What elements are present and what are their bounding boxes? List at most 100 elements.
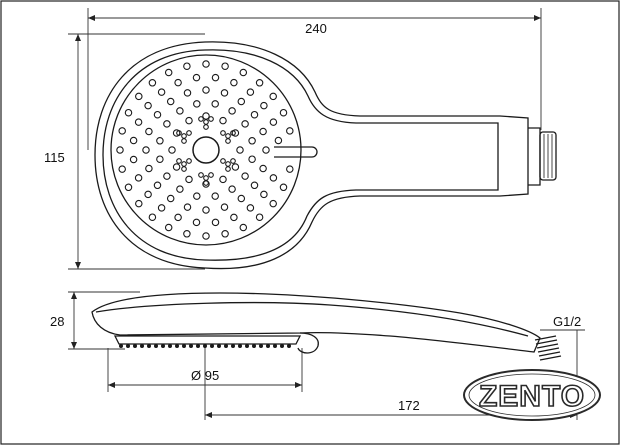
nozzle [211, 192, 219, 200]
nozzle [166, 97, 175, 106]
side-nozzle [203, 344, 207, 348]
nozzle [166, 194, 175, 203]
nozzle [202, 60, 210, 68]
side-nozzle [273, 344, 277, 348]
side-nozzle [287, 344, 291, 348]
nozzle [221, 62, 229, 70]
nozzle [239, 68, 248, 77]
nozzle [164, 223, 173, 232]
nozzle [129, 155, 138, 164]
dim-thread: G1/2 [553, 314, 581, 329]
side-nozzle [161, 344, 165, 348]
nozzle [183, 62, 191, 70]
nozzle [246, 88, 255, 96]
center-cluster-nozzle [198, 172, 204, 178]
nozzle [124, 108, 133, 117]
logo-text: ZENTO [479, 380, 585, 413]
dim-face-diameter: Ø 95 [191, 368, 219, 383]
side-nozzle [147, 344, 151, 348]
nozzle [237, 194, 246, 203]
side-nozzle [126, 344, 130, 348]
center-cluster-nozzle [198, 116, 204, 122]
nozzle [228, 107, 236, 115]
center-cluster-nozzle [220, 158, 226, 164]
nozzle [172, 129, 181, 137]
side-inner-line [95, 301, 529, 337]
nozzle [259, 164, 267, 173]
side-face-plate [113, 335, 302, 345]
head-outline-outer [94, 41, 529, 270]
nozzle [279, 183, 288, 192]
nozzle [279, 108, 288, 117]
nozzle [230, 213, 238, 222]
nozzle [134, 118, 143, 126]
nozzle [118, 165, 126, 173]
center-cluster-nozzle [186, 130, 192, 136]
nozzle [219, 175, 227, 184]
nozzle [148, 213, 157, 221]
side-nozzle [238, 344, 242, 348]
nozzle [153, 181, 162, 190]
nozzle [211, 100, 219, 108]
nozzle [269, 118, 278, 126]
nozzle [192, 73, 201, 82]
nozzle [185, 175, 193, 184]
hose-thread-connector [539, 131, 557, 181]
nozzle [176, 107, 184, 115]
dim-handle-length: 172 [398, 398, 420, 413]
nozzle [134, 174, 143, 182]
nozzle [168, 146, 176, 154]
nozzle [183, 89, 192, 97]
side-nozzle [154, 344, 158, 348]
center-cluster-nozzle [181, 138, 187, 144]
nozzle [174, 78, 182, 87]
nozzle [220, 89, 229, 97]
nozzle [202, 232, 210, 240]
nozzle [193, 192, 201, 200]
nozzle [185, 116, 193, 125]
brand-logo: ZENTO [463, 369, 601, 421]
nozzle [241, 120, 249, 128]
center-cluster-nozzle [230, 130, 236, 136]
side-nozzle [175, 344, 179, 348]
nozzle [259, 127, 267, 136]
center-cluster-nozzle [203, 124, 209, 130]
head-outline-inner [102, 49, 499, 261]
side-nozzle [259, 344, 263, 348]
nozzle [228, 185, 236, 193]
dim-head-thickness: 28 [50, 314, 64, 329]
side-nozzle [168, 344, 172, 348]
nozzle [116, 146, 124, 154]
nozzle [156, 137, 164, 145]
nozzle [193, 100, 201, 108]
nozzle [230, 78, 238, 87]
side-nozzle [196, 344, 200, 348]
dim-total-length: 240 [305, 21, 327, 36]
nozzle [124, 183, 133, 192]
nozzle [144, 190, 152, 199]
nozzle [174, 213, 182, 222]
side-body-outline [91, 292, 541, 353]
nozzle [202, 206, 210, 214]
side-nozzle [140, 344, 144, 348]
nozzle [241, 172, 249, 180]
center-cluster-nozzle [225, 166, 231, 172]
nozzle [250, 110, 259, 119]
nozzle [220, 203, 229, 211]
dimension-arrows [71, 15, 577, 418]
center-cluster-nozzle [203, 180, 209, 186]
dim-head-height: 115 [44, 150, 65, 165]
nozzle [231, 129, 240, 137]
nozzle [129, 136, 138, 145]
center-cluster-nozzle [181, 166, 187, 172]
nozzle [202, 86, 210, 94]
nozzle [211, 218, 220, 227]
nozzle [163, 120, 171, 128]
top-view [94, 41, 557, 270]
side-spray-nozzles [119, 344, 291, 348]
side-thread [534, 335, 562, 361]
nozzle [239, 223, 248, 232]
nozzle [157, 88, 166, 96]
